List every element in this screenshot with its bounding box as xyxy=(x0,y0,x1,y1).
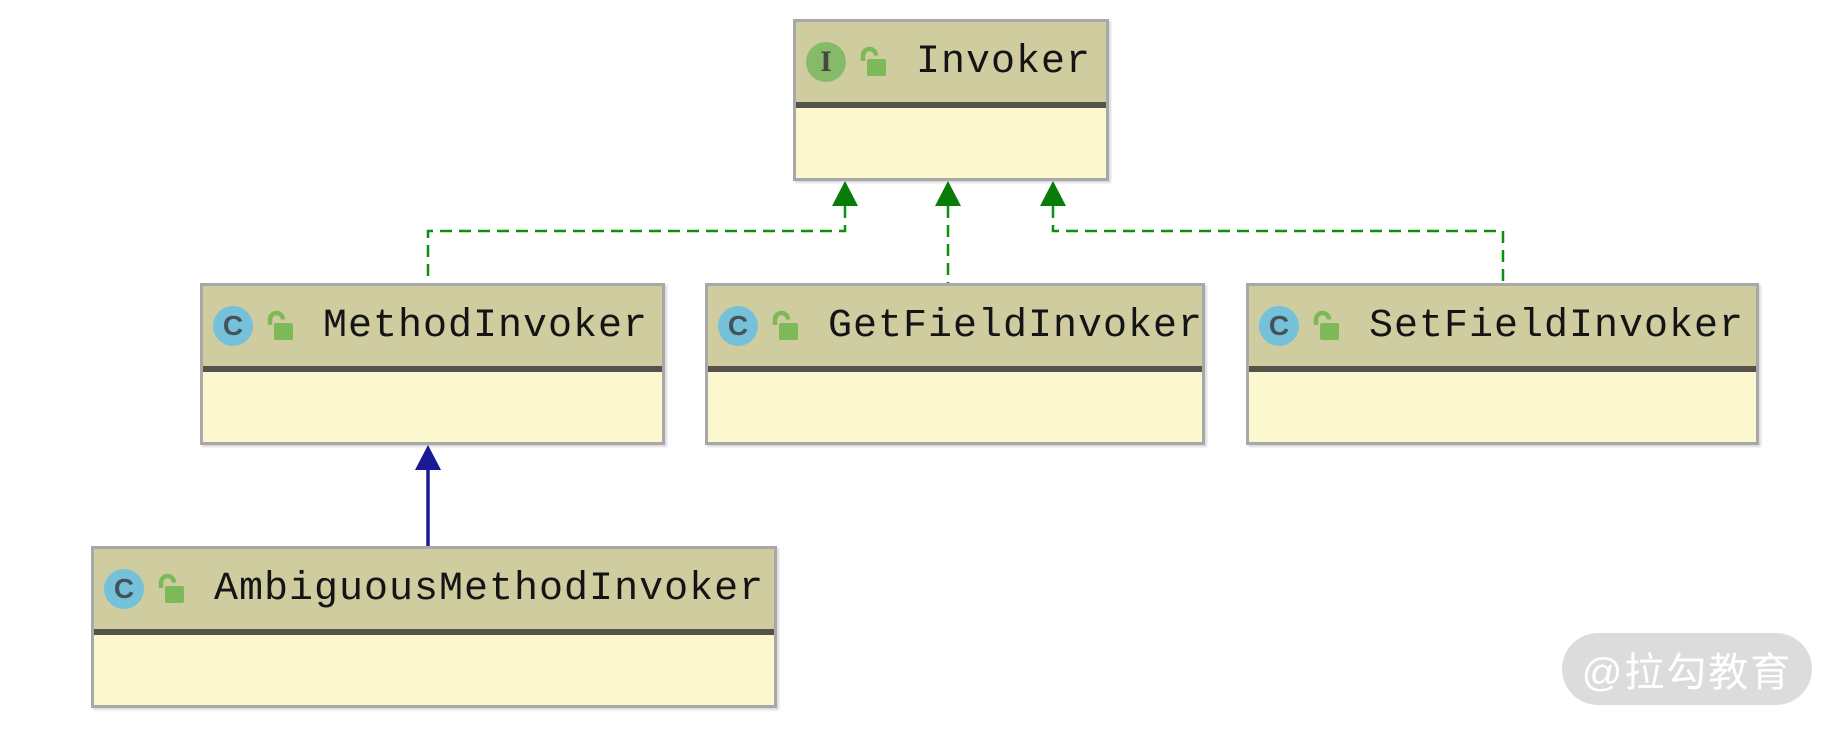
class-icon: C xyxy=(104,569,144,609)
uml-node-methodinvoker[interactable]: C MethodInvoker xyxy=(200,283,665,445)
class-name: Invoker xyxy=(916,39,1092,85)
class-header: I Invoker xyxy=(796,22,1106,102)
class-header: C SetFieldInvoker xyxy=(1249,286,1756,366)
unlocked-lock-icon xyxy=(770,310,800,342)
implements-arrowhead-icon xyxy=(832,181,858,206)
class-members-compartment xyxy=(203,366,662,442)
class-icon: C xyxy=(718,306,758,346)
extends-arrowhead-icon xyxy=(415,445,441,470)
watermark-text: @拉勾教育 xyxy=(1581,651,1793,695)
class-members-compartment xyxy=(94,629,774,705)
uml-node-ambiguousmethodinvoker[interactable]: C AmbiguousMethodInvoker xyxy=(91,546,777,708)
class-name: AmbiguousMethodInvoker xyxy=(214,566,765,612)
uml-node-invoker[interactable]: I Invoker xyxy=(793,19,1109,181)
interface-icon: I xyxy=(806,42,846,82)
class-name: GetFieldInvoker xyxy=(828,303,1204,349)
edge-setfieldinvoker-implements-invoker xyxy=(1040,181,1505,283)
uml-node-setfieldinvoker[interactable]: C SetFieldInvoker xyxy=(1246,283,1759,445)
unlocked-lock-icon xyxy=(265,310,295,342)
class-name: SetFieldInvoker xyxy=(1369,303,1745,349)
watermark-badge: @拉勾教育 xyxy=(1562,633,1812,705)
implements-arrowhead-icon xyxy=(935,181,961,206)
uml-node-getfieldinvoker[interactable]: C GetFieldInvoker xyxy=(705,283,1205,445)
class-header: C GetFieldInvoker xyxy=(708,286,1202,366)
class-icon: C xyxy=(1259,306,1299,346)
unlocked-lock-icon xyxy=(858,46,888,78)
unlocked-lock-icon xyxy=(156,573,186,605)
implements-arrowhead-icon xyxy=(1040,181,1066,206)
class-header: C AmbiguousMethodInvoker xyxy=(94,549,774,629)
unlocked-lock-icon xyxy=(1311,310,1341,342)
class-members-compartment xyxy=(796,102,1106,178)
implements-edge-line xyxy=(426,206,847,283)
class-icon: C xyxy=(213,306,253,346)
edge-methodinvoker-implements-invoker xyxy=(426,181,858,283)
class-header: C MethodInvoker xyxy=(203,286,662,366)
class-members-compartment xyxy=(1249,366,1756,442)
class-members-compartment xyxy=(708,366,1202,442)
edge-ambiguousmethodinvoker-extends-methodinvoker xyxy=(415,445,441,546)
edge-getfieldinvoker-implements-invoker xyxy=(935,181,961,283)
implements-edge-line xyxy=(1051,206,1505,283)
class-name: MethodInvoker xyxy=(323,303,649,349)
